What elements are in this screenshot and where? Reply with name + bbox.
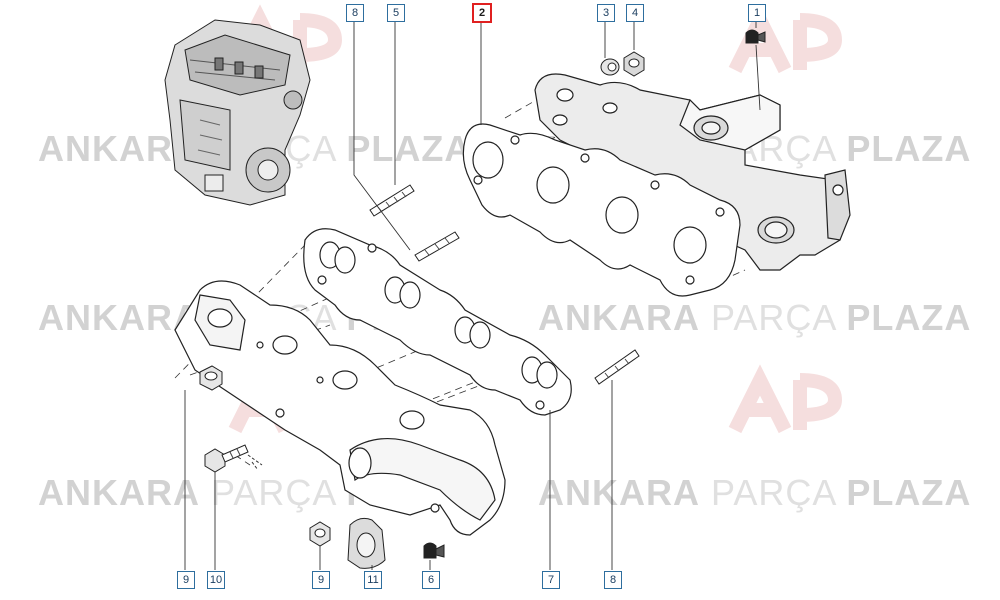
callout-part-8-top: 8 [346, 4, 364, 22]
watermark-row-2b: ANKARA PARÇA PLAZA [538, 297, 972, 338]
callout-part-9-left: 9 [177, 571, 195, 589]
callout-part-11: 11 [364, 571, 382, 589]
callout-part-1: 1 [748, 4, 766, 22]
exhaust-manifold-front [174, 280, 506, 536]
callout-part-4: 4 [626, 4, 644, 22]
gasket-rear [462, 123, 741, 297]
fasteners [199, 29, 766, 569]
callout-part-2-highlighted: 2 [472, 3, 492, 23]
callout-part-5: 5 [387, 4, 405, 22]
engine-illustration [164, 19, 311, 206]
gasket-front [303, 228, 572, 416]
exhaust-manifold-rear [534, 73, 851, 271]
callout-part-7: 7 [542, 571, 560, 589]
leader-lines [184, 20, 761, 570]
callout-part-3: 3 [597, 4, 615, 22]
callout-part-6: 6 [422, 571, 440, 589]
callout-part-10: 10 [207, 571, 225, 589]
callout-part-9-bottom: 9 [312, 571, 330, 589]
watermark-row-3b: ANKARA PARÇA PLAZA [538, 472, 972, 513]
callout-part-8-bottom: 8 [604, 571, 622, 589]
